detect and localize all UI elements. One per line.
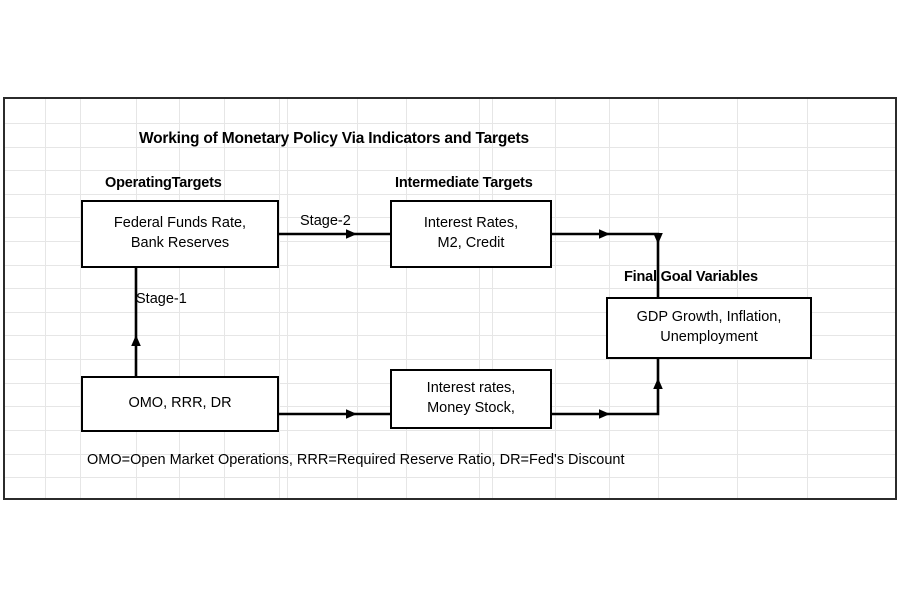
node-intermediate-targets-line1: Interest Rates, [423, 215, 519, 232]
node-indicators-line1: Interest rates, [426, 380, 516, 397]
edge-intermediate-to-final [552, 229, 663, 297]
grid-row-line [5, 359, 895, 360]
node-final-goal-variables: GDP Growth, Inflation, Unemployment [606, 297, 812, 359]
grid-column-line [406, 99, 407, 498]
node-indicators: Interest rates, Money Stock, [390, 369, 552, 429]
spreadsheet-frame: Working of Monetary Policy Via Indicator… [3, 97, 897, 500]
grid-row-line [5, 312, 895, 313]
edge-stage2 [279, 229, 391, 239]
node-intermediate-targets-line2: M2, Credit [437, 235, 505, 251]
node-policy-tools: OMO, RRR, DR [81, 376, 279, 432]
node-operating-targets-line2: Bank Reserves [130, 235, 230, 251]
grid-row-line [5, 123, 895, 124]
grid-row-line [5, 147, 895, 148]
grid-column-line [287, 99, 288, 498]
grid-row-line [5, 430, 895, 431]
edge-indicators-to-final [552, 359, 663, 419]
figure-footnote: OMO=Open Market Operations, RRR=Required… [87, 452, 625, 468]
node-intermediate-targets: Interest Rates, M2, Credit [390, 200, 552, 268]
edge-stage1 [131, 268, 141, 376]
grid-row-line [5, 335, 895, 336]
grid-row-line [5, 454, 895, 455]
grid-column-line [45, 99, 46, 498]
grid-row-line [5, 477, 895, 478]
grid-row-line [5, 170, 895, 171]
grid-row-line [5, 288, 895, 289]
edge-label-stage1: Stage-1 [136, 291, 187, 307]
node-indicators-line2: Money Stock, [427, 400, 515, 416]
grid-column-line [492, 99, 493, 498]
grid-column-line [224, 99, 225, 498]
edge-tools-to-indicators [279, 409, 391, 419]
header-final-goal-variables: Final Goal Variables [624, 269, 758, 285]
flow-diagram: Working of Monetary Policy Via Indicator… [5, 99, 895, 498]
grid-column-line [279, 99, 280, 498]
header-operating-targets: OperatingTargets [105, 175, 222, 191]
node-policy-tools-label: OMO, RRR, DR [128, 395, 232, 412]
grid-column-line [357, 99, 358, 498]
grid-row-line [5, 194, 895, 195]
node-final-goals-line1: GDP Growth, Inflation, [636, 309, 782, 326]
edge-label-stage2: Stage-2 [300, 213, 351, 229]
grid-column-line [80, 99, 81, 498]
grid-column-line [479, 99, 480, 498]
node-operating-targets-line1: Federal Funds Rate, [113, 215, 247, 232]
node-final-goals-line2: Unemployment [660, 329, 758, 345]
figure-title: Working of Monetary Policy Via Indicator… [139, 130, 529, 147]
grid-column-line [555, 99, 556, 498]
node-operating-targets: Federal Funds Rate, Bank Reserves [81, 200, 279, 268]
grid-column-line [179, 99, 180, 498]
header-intermediate-targets: Intermediate Targets [395, 175, 533, 191]
